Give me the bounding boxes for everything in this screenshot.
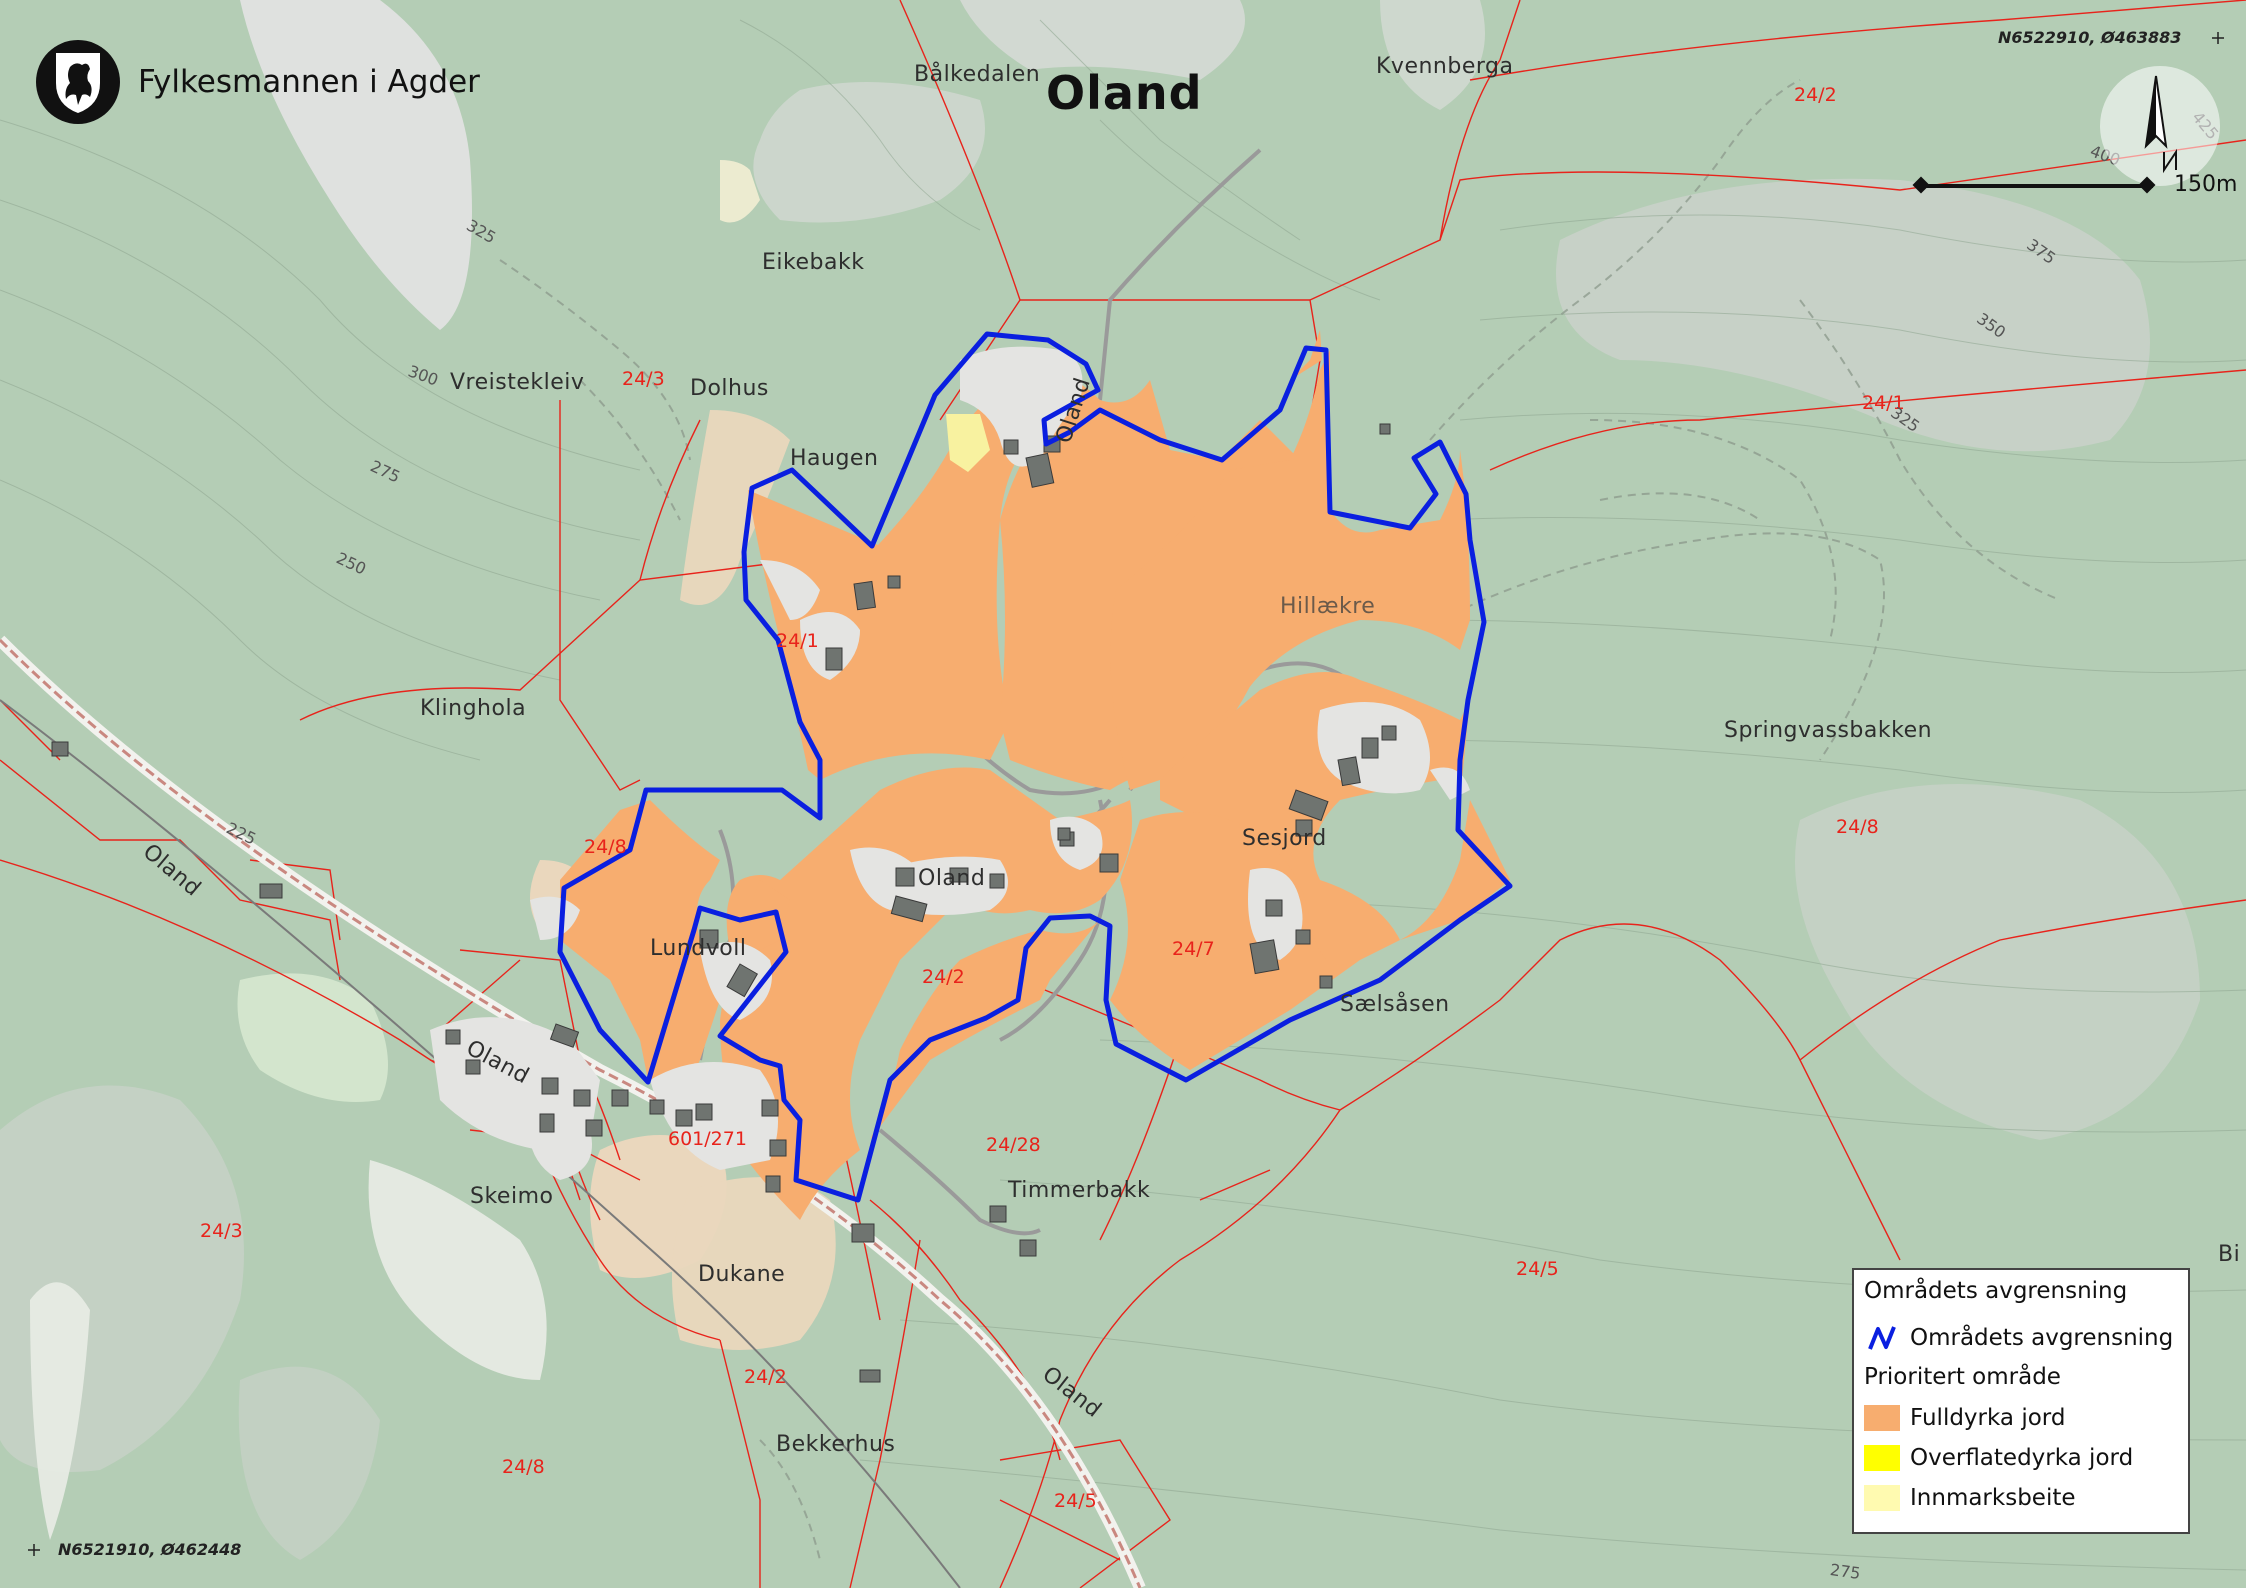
place-springvassbakken: Springvassbakken bbox=[1724, 718, 1933, 743]
parcel-label: 24/7 bbox=[1172, 938, 1215, 960]
legend-subtitle: Prioritert område bbox=[1864, 1364, 2061, 1390]
legend-swatch bbox=[1864, 1485, 1900, 1511]
legend-item-overflatedyrka: Overflatedyrka jord bbox=[1864, 1438, 2178, 1478]
map-title: Oland bbox=[1046, 66, 1203, 120]
parcel-label: 24/2 bbox=[922, 966, 965, 988]
place-klinghola: Klinghola bbox=[420, 696, 527, 721]
legend-label: Områdets avgrensning bbox=[1910, 1325, 2174, 1351]
legend-swatch bbox=[1864, 1405, 1900, 1431]
sand-area bbox=[680, 410, 790, 605]
place-haugen: Haugen bbox=[790, 446, 879, 471]
legend-label: Overflatedyrka jord bbox=[1910, 1445, 2134, 1471]
place-lundvoll: Lundvoll bbox=[650, 936, 747, 961]
parcel-label: 24/8 bbox=[502, 1456, 545, 1478]
legend-title: Områdets avgrensning bbox=[1864, 1278, 2128, 1304]
legend-label: Innmarksbeite bbox=[1910, 1485, 2076, 1511]
rock-area bbox=[1380, 0, 1485, 110]
area-boundary-path bbox=[557, 331, 1513, 1203]
coord-crosses bbox=[28, 32, 2224, 1556]
place-eikebakk: Eikebakk bbox=[762, 250, 865, 275]
grass-field bbox=[30, 1282, 90, 1540]
terrain-layer bbox=[0, 0, 2200, 1560]
scale-label: 150m bbox=[2174, 172, 2238, 197]
contour-lines bbox=[0, 19, 2246, 1571]
buildings bbox=[51, 423, 1397, 1383]
place-bi: Bi bbox=[2218, 1242, 2241, 1267]
rock-area bbox=[960, 0, 1245, 80]
parcel-label: 24/2 bbox=[744, 1366, 787, 1388]
place-saelsasen: Sælsåsen bbox=[1340, 992, 1450, 1017]
sand-area bbox=[720, 160, 760, 223]
contour-label: 275 bbox=[1828, 1559, 1862, 1584]
rock-area bbox=[238, 1366, 380, 1560]
parcel-label: 24/1 bbox=[776, 630, 819, 652]
parcel-label: 24/28 bbox=[986, 1134, 1041, 1156]
place-bekkerhus: Bekkerhus bbox=[776, 1432, 896, 1457]
place-vreistekleiv: Vreistekleiv bbox=[450, 370, 585, 395]
parcel-label: 24/3 bbox=[622, 368, 665, 390]
legend-panel: Områdets avgrensning Områdets avgrensnin… bbox=[1852, 1268, 2190, 1534]
grass-field bbox=[368, 1160, 547, 1380]
parcel-label: 24/5 bbox=[1516, 1258, 1559, 1280]
legend-item-fulldyrka: Fulldyrka jord bbox=[1864, 1398, 2178, 1438]
lion-emblem-icon bbox=[36, 40, 120, 124]
parcel-label: 24/2 bbox=[1794, 84, 1837, 106]
place-hillaekre: Hillækre bbox=[1280, 594, 1376, 619]
place-skeimo: Skeimo bbox=[470, 1184, 554, 1209]
org-name: Fylkesmannen i Agder bbox=[138, 64, 480, 100]
legend-item-boundary: Områdets avgrensning bbox=[1864, 1318, 2178, 1358]
parcel-label: 601/271 bbox=[668, 1128, 747, 1150]
place-balkedalen: Bålkedalen bbox=[914, 62, 1041, 87]
boundary-line-icon bbox=[1868, 1326, 1896, 1350]
legend-swatch bbox=[1864, 1445, 1900, 1471]
parcel-label: 24/8 bbox=[1836, 816, 1879, 838]
coord-bottom-left: N6521910, Ø462448 bbox=[58, 1540, 242, 1559]
overflatedyrka-field bbox=[946, 414, 990, 472]
parcel-label: 24/5 bbox=[1054, 1490, 1097, 1512]
scale-bar bbox=[1912, 170, 2160, 202]
parcel-label: 24/3 bbox=[200, 1220, 243, 1242]
rock-area bbox=[240, 0, 472, 330]
rock-area bbox=[1556, 178, 2150, 452]
legend-label: Fulldyrka jord bbox=[1910, 1405, 2066, 1431]
coord-top-right: N6522910, Ø463883 bbox=[1998, 28, 2182, 47]
place-sesjord: Sesjord bbox=[1242, 826, 1327, 851]
place-dukane: Dukane bbox=[698, 1262, 786, 1287]
place-timmerbakk: Timmerbakk bbox=[1008, 1178, 1151, 1203]
rock-area bbox=[1795, 784, 2200, 1140]
place-kvennberga: Kvennberga bbox=[1376, 54, 1514, 79]
parcel-label: 24/8 bbox=[584, 836, 627, 858]
parcel-label: 24/1 bbox=[1862, 392, 1905, 414]
wetland-area bbox=[237, 973, 388, 1102]
org-logo: Fylkesmannen i Agder bbox=[36, 40, 480, 124]
legend-item-innmarksbeite: Innmarksbeite bbox=[1864, 1478, 2178, 1518]
place-dolhus: Dolhus bbox=[690, 376, 769, 401]
north-arrow-icon bbox=[2100, 66, 2220, 186]
place-oland-farm: Oland bbox=[918, 866, 986, 891]
trails bbox=[499, 79, 2061, 1561]
rock-area bbox=[753, 82, 985, 223]
